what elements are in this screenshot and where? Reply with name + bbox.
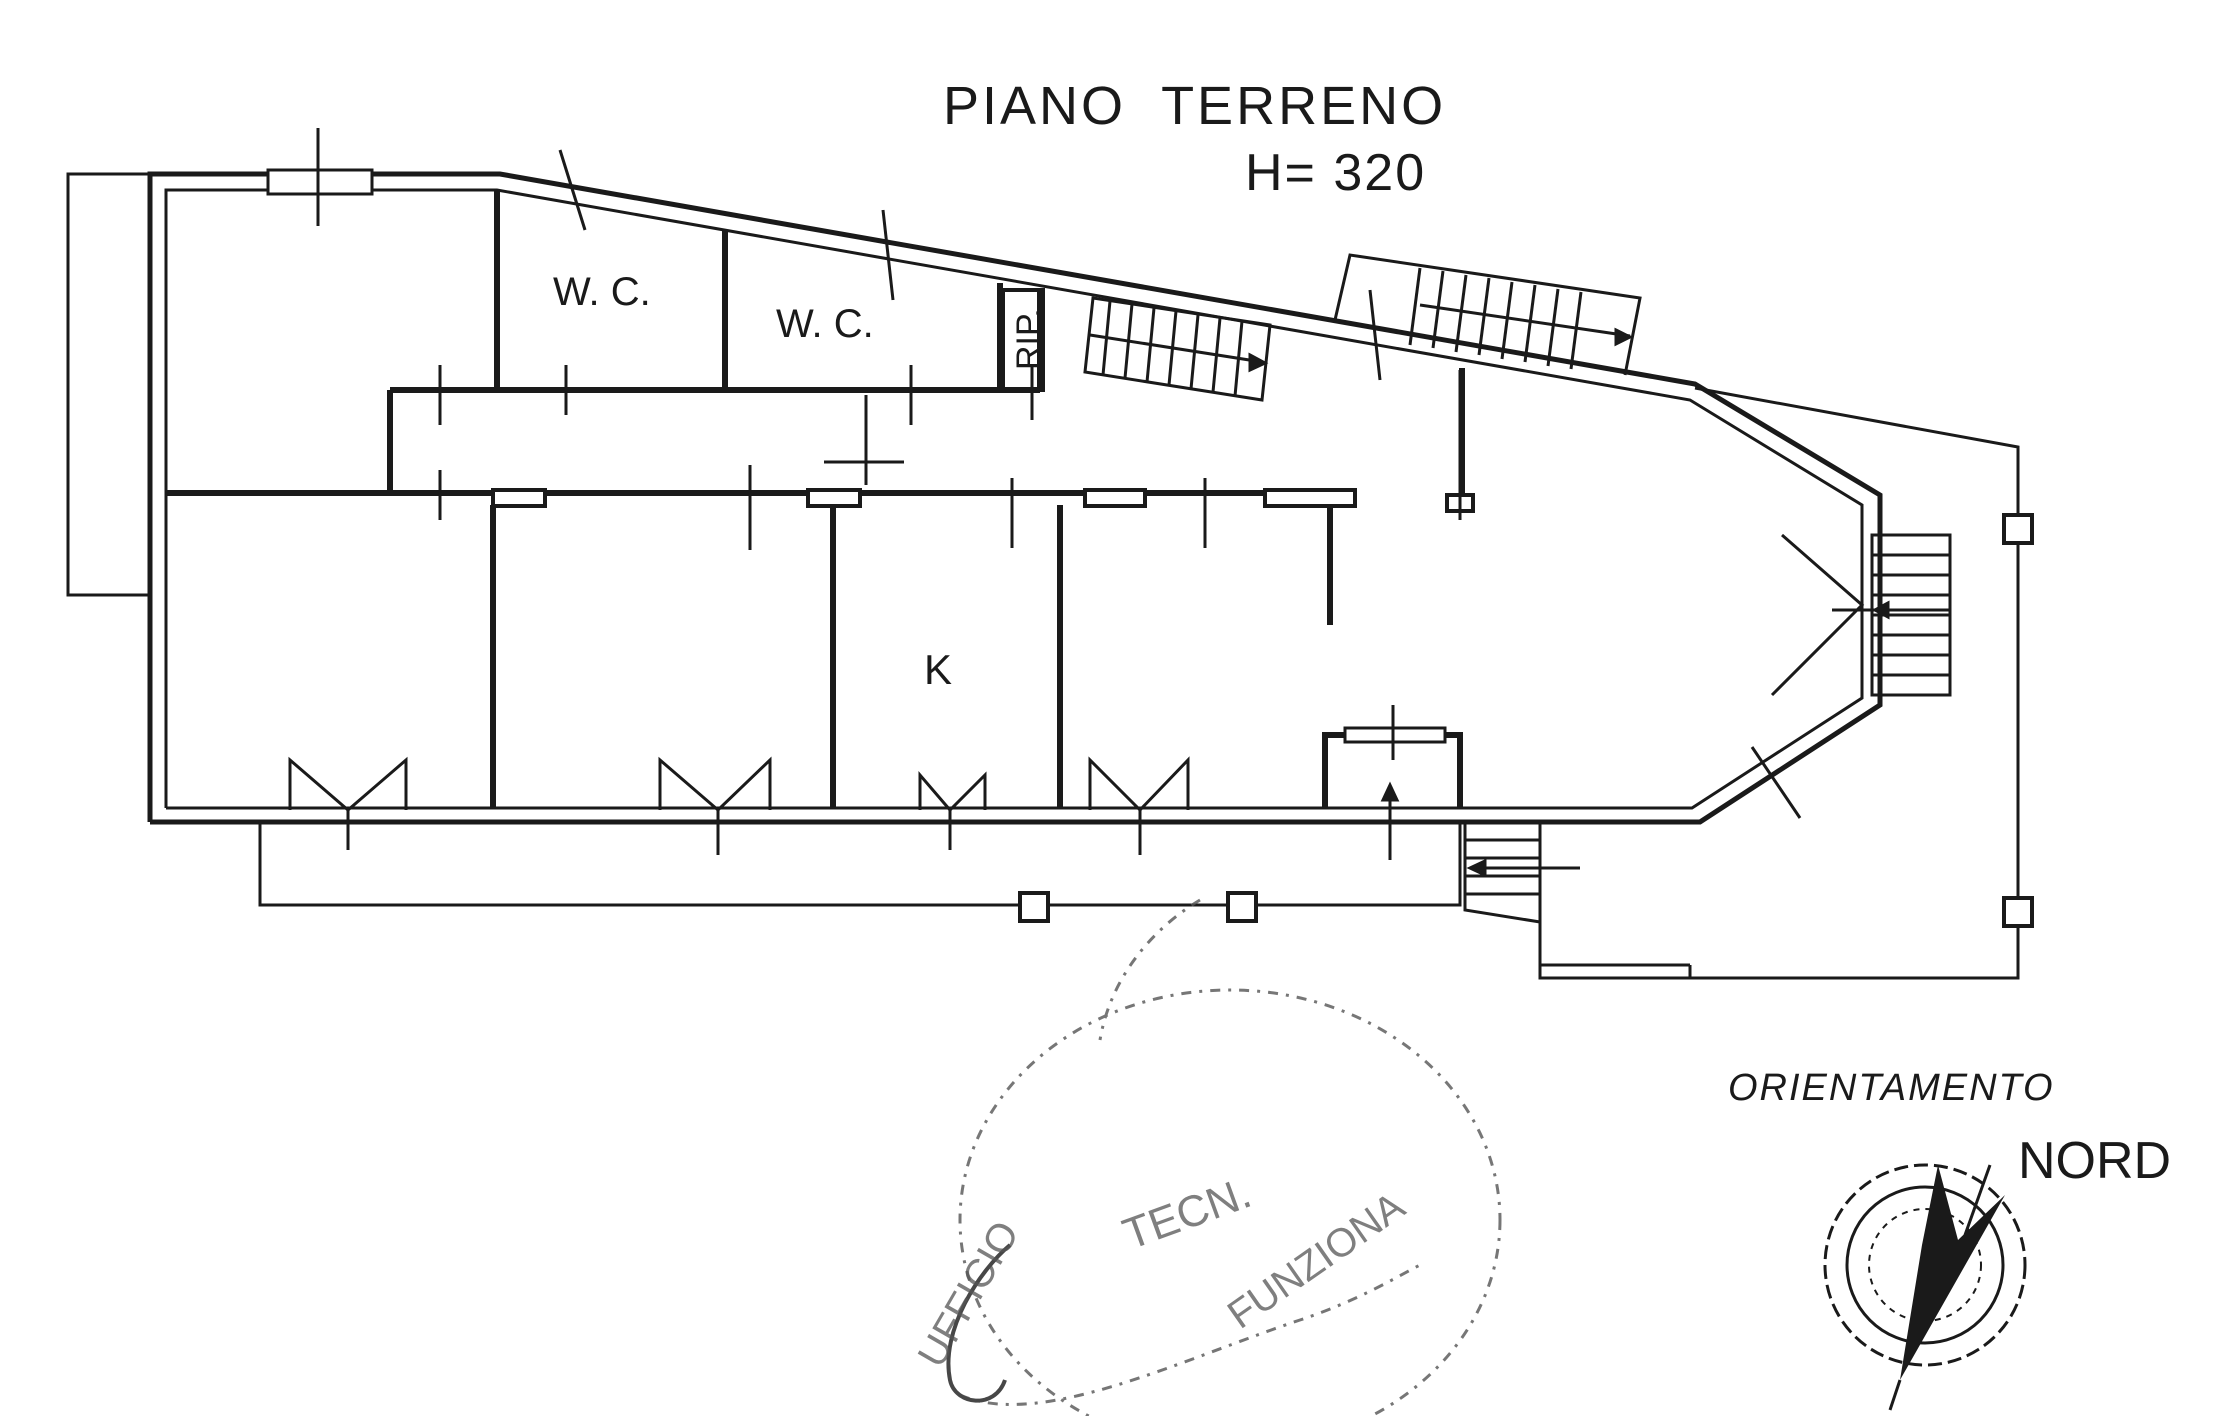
north-arrow-icon bbox=[1823, 1163, 2027, 1411]
room-label-kitchen: K bbox=[924, 646, 952, 693]
terrace-outline bbox=[258, 386, 2020, 980]
windows bbox=[266, 128, 1802, 819]
north-label: NORD bbox=[2018, 1132, 2171, 1190]
room-label-wc-2: W. C. bbox=[776, 302, 874, 346]
french-doors bbox=[288, 756, 1400, 860]
staircase-exterior-top bbox=[1333, 253, 1642, 376]
staircase-exterior-right bbox=[1770, 533, 1952, 697]
room-label-wc-1: W. C. bbox=[553, 270, 651, 314]
terrace-columns bbox=[1018, 513, 2034, 928]
stamp-lettering: UFFICIO TECN. FUNZIONA bbox=[910, 1168, 1413, 1374]
svg-text:UFFICIO: UFFICIO bbox=[910, 1214, 1028, 1375]
left-annex-outline bbox=[66, 172, 150, 597]
official-stamp bbox=[946, 898, 1502, 1416]
exterior-walls bbox=[147, 171, 1883, 825]
orientation-label: ORIENTAMENTO bbox=[1728, 1067, 2055, 1109]
ceiling-height-note: H= 320 bbox=[1245, 144, 1426, 202]
room-label-closet: RIP. bbox=[1010, 308, 1048, 370]
staircase-exterior-bottom bbox=[1463, 822, 1580, 924]
closet-box bbox=[1001, 288, 1045, 392]
wall-pillars bbox=[491, 488, 1475, 513]
plan-title: PIANO TERRENO bbox=[943, 76, 1446, 136]
staircase-inner bbox=[1083, 296, 1272, 402]
svg-text:TECN.: TECN. bbox=[1117, 1168, 1258, 1259]
